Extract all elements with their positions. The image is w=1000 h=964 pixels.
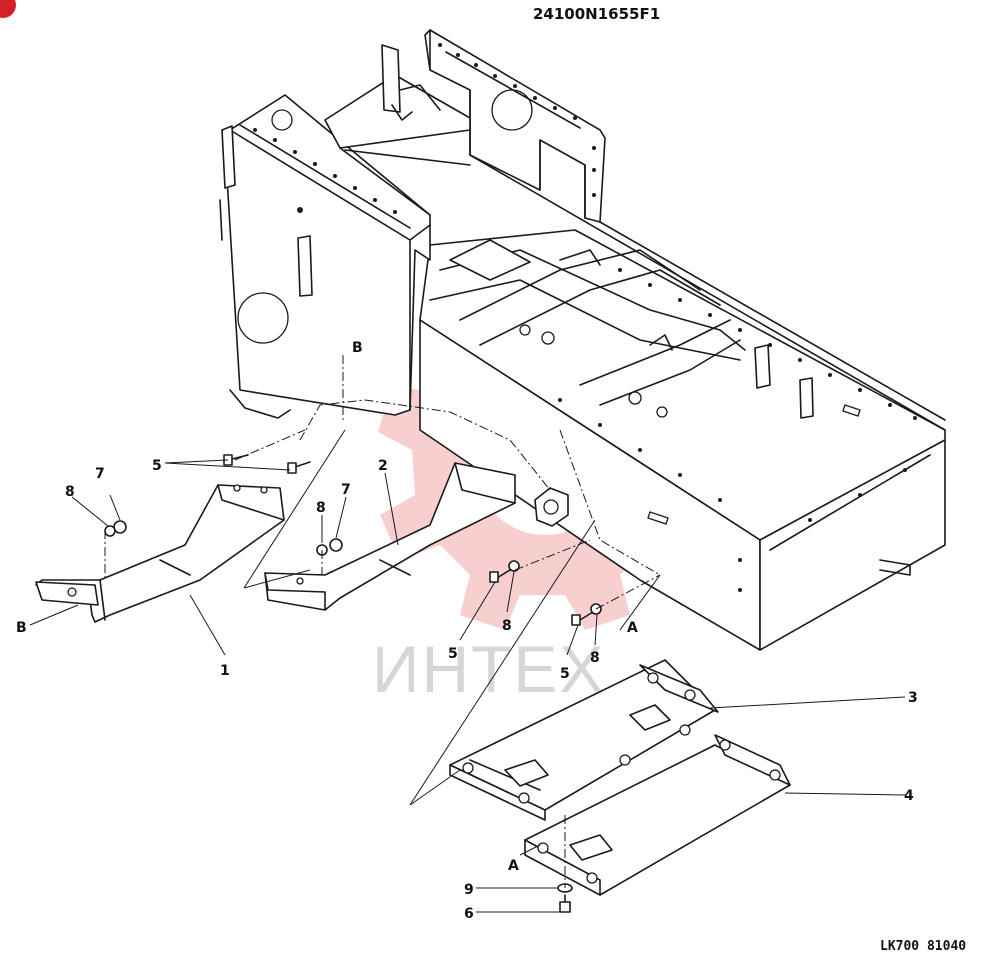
ref-a-upper: A: [627, 620, 638, 636]
fasteners: [104, 454, 602, 913]
ref-a-lower: A: [508, 858, 519, 874]
callout-5-right: 5: [560, 666, 570, 682]
callout-2: 2: [378, 458, 388, 474]
callout-labels: 1 2 3 4 5 5 5 6 7 7 8 8 8 8 9 A A B B: [16, 340, 918, 922]
callout-9: 9: [464, 882, 474, 898]
callout-8-mid: 8: [316, 500, 326, 516]
part-4-skid-plate: [524, 734, 791, 896]
callout-1: 1: [220, 663, 230, 679]
ref-b-upper: B: [352, 340, 363, 356]
frame-bolt-holes: [253, 43, 917, 592]
callout-3: 3: [908, 690, 918, 706]
callout-8-right: 8: [590, 650, 600, 666]
callout-7-mid: 7: [341, 482, 351, 498]
callout-7-left: 7: [95, 466, 105, 482]
part-3-skid-plate: [449, 659, 719, 821]
assembly-lines: [104, 355, 661, 888]
callout-6: 6: [464, 906, 474, 922]
callout-5-top: 5: [152, 458, 162, 474]
leader-lines: [29, 429, 906, 913]
callout-8-lower: 8: [502, 618, 512, 634]
ref-b-lower: B: [16, 620, 27, 636]
sheet-code: LK700 81040: [880, 939, 966, 954]
watermark-text: ИНТЕХ: [372, 632, 605, 706]
callout-4: 4: [904, 788, 914, 804]
corner-badge-icon: [0, 0, 16, 18]
part-number: 24100N1655F1: [533, 5, 660, 23]
main-frame: [219, 29, 946, 651]
callout-5-mid: 5: [448, 646, 458, 662]
part-1-cover: [35, 484, 285, 623]
callout-8-left: 8: [65, 484, 75, 500]
